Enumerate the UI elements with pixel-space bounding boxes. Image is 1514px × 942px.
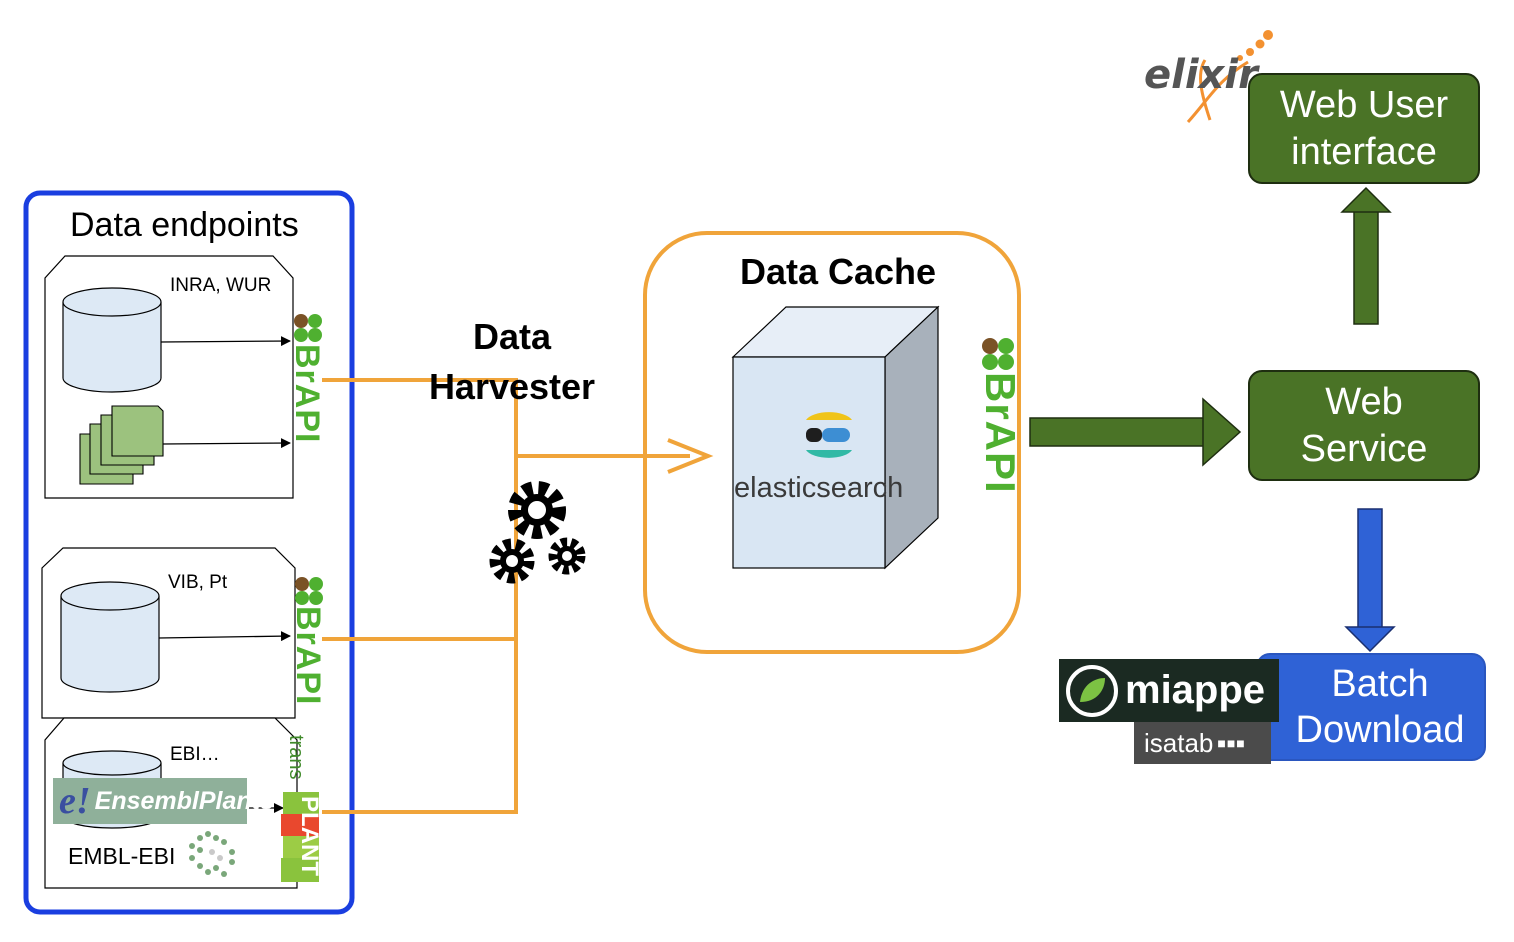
transplant-logo-icon: [281, 792, 319, 882]
harvester-lines: [322, 378, 690, 814]
database-icon: [60, 581, 160, 693]
web-service-line1: Web: [1325, 381, 1403, 424]
harvester-arrow-head: [667, 438, 714, 474]
elixir-logo-text: elixir: [1144, 52, 1258, 98]
miappe-logo: miappe: [1059, 659, 1279, 722]
service-to-batch-arrow: [1344, 508, 1396, 653]
elixir-dna-icon: [1186, 59, 1249, 124]
service-to-ui-arrow: [1340, 186, 1392, 325]
endpoint-label-ebi: EBI…: [170, 744, 220, 765]
data-cache-container: [643, 231, 1021, 654]
web-ui-line2: interface: [1291, 130, 1437, 173]
elasticsearch-server: [731, 305, 940, 570]
transplant-prefix: trans: [285, 735, 307, 780]
elixir-dots-icon: [1237, 30, 1273, 61]
embl-ebi-label: EMBL-EBI: [68, 843, 176, 869]
batch-download-box: Batch Download: [1256, 653, 1486, 761]
batch-line1: Batch: [1331, 662, 1429, 705]
web-user-interface-box: Web User interface: [1248, 73, 1480, 184]
embl-ebi-hexagon-icon: [189, 831, 235, 877]
connector-arrow: [158, 631, 291, 642]
gears-icon: [489, 481, 586, 584]
brapi-label: BrAPI: [288, 344, 326, 444]
isatab-logo-text: isatab: [1144, 727, 1214, 758]
brapi-label: BrAPI: [289, 606, 327, 706]
connector-arrow: [160, 336, 291, 347]
miappe-logo-text: miappe: [1125, 668, 1266, 712]
ensembl-logo-text: EnsemblPlants: [94, 786, 274, 815]
web-service-line2: Service: [1300, 427, 1428, 470]
elasticsearch-label: elasticsearch: [734, 472, 904, 504]
ensembl-e-icon: e!: [59, 780, 91, 822]
web-ui-line1: Web User: [1279, 84, 1449, 127]
database-icon: [62, 287, 162, 393]
endpoint-label-vib-pt: VIB, Pt: [168, 572, 228, 593]
web-service-box: Web Service: [1248, 370, 1480, 481]
endpoints-title: Data endpoints: [70, 206, 299, 244]
brapi-label: BrAPI: [977, 372, 1024, 494]
brapi-flower-icon: [982, 338, 1014, 370]
isatab-logo: isatab ■■■: [1134, 722, 1271, 764]
cache-to-service-arrow: [1029, 397, 1242, 467]
isatab-dots-icon: ■■■: [1217, 735, 1246, 751]
elasticsearch-logo-icon: [806, 412, 852, 458]
batch-line2: Download: [1295, 709, 1465, 751]
documents-icon: [79, 405, 164, 485]
harvester-title-line1: Data: [472, 316, 552, 357]
ensembl-plants-logo: e! EnsemblPlants: [53, 778, 274, 824]
endpoints-container: [23, 190, 355, 915]
harvester-title-line2: Harvester: [428, 366, 596, 407]
data-cache-title: Data Cache: [739, 251, 937, 292]
brapi-flower-icon: [295, 577, 323, 605]
endpoint-label-inra-wur: INRA, WUR: [170, 275, 272, 296]
transplant-logo-text: PLANT: [296, 796, 323, 876]
connector-arrow: [162, 438, 291, 449]
miappe-leaf-icon: [1066, 664, 1118, 717]
brapi-flower-icon: [294, 314, 322, 342]
